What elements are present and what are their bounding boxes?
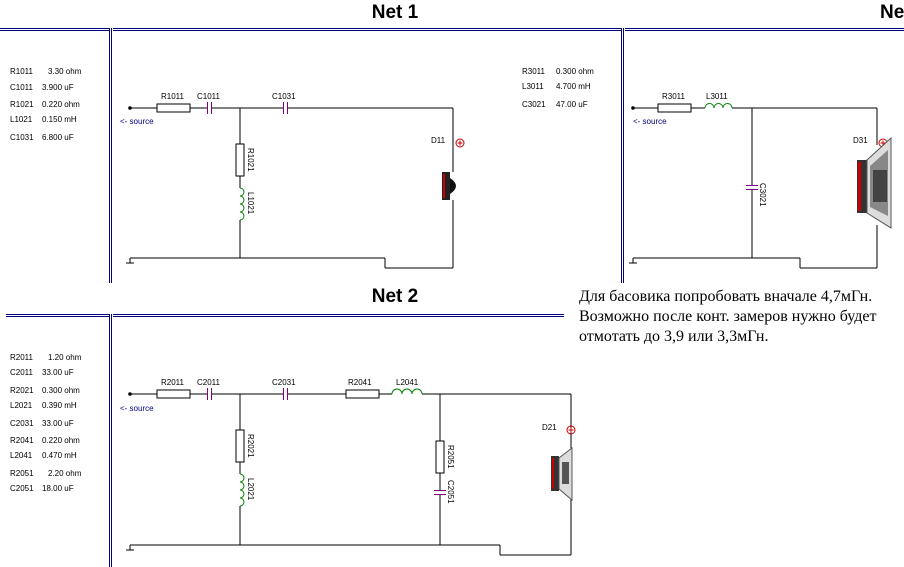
part-value: 0.150 mH: [42, 115, 77, 124]
ref-label: C1011: [197, 92, 221, 101]
inductor-l3011: [704, 103, 733, 109]
midrange-icon: [551, 446, 573, 502]
resistor-r1011: [156, 103, 191, 113]
ref-label: L2021: [246, 478, 255, 501]
part-ref: L2041: [10, 451, 33, 460]
part-value: 0.390 mH: [42, 401, 77, 410]
part-value: 0.220 ohm: [42, 100, 80, 109]
capacitor-c1031: [283, 102, 288, 114]
inductor-l1021: [239, 187, 245, 221]
ref-label: R1011: [161, 92, 185, 101]
resistor-r2011: [156, 389, 191, 399]
net3-title-partial: Ne: [880, 2, 904, 23]
part-value: 33.00 uF: [42, 368, 74, 377]
ref-label: R2041: [348, 378, 372, 387]
part-value: 0.220 ohm: [42, 436, 80, 445]
part-ref: R3011: [522, 67, 546, 76]
part-ref: R2051: [10, 469, 34, 478]
net1-part-list: R1011 3.30 ohm C1011 3.900 uF R1021 0.22…: [10, 67, 82, 142]
capacitor-c2011: [207, 388, 212, 400]
inductor-l2021: [239, 473, 245, 507]
net3-schematic: R3011 L3011 C3021 <- source D31: [628, 92, 892, 269]
ref-label: L1021: [246, 192, 255, 215]
part-value: 33.00 uF: [42, 419, 74, 428]
part-ref: R2021: [10, 386, 34, 395]
resistor-r2021: [235, 429, 245, 463]
part-value: 0.300 ohm: [556, 67, 594, 76]
part-ref: C2031: [10, 419, 34, 428]
capacitor-c2051: [434, 490, 446, 495]
note-text: Для басовика попробовать вначале 4,7мГн.…: [579, 288, 877, 345]
source-label: <- source: [633, 117, 667, 126]
driver-label: D31: [853, 136, 868, 145]
ref-label: C1031: [272, 92, 296, 101]
part-ref: R1011: [10, 67, 34, 76]
ref-label: R2051: [446, 445, 455, 469]
part-ref: R2041: [10, 436, 34, 445]
ground-icon: [125, 257, 135, 264]
resistor-r3011: [657, 103, 692, 113]
part-ref: C1031: [10, 133, 34, 142]
part-ref: C2011: [10, 368, 34, 377]
net2-schematic: R2011 C2011 C2031 R2041 L2041 R2021 L202…: [120, 378, 576, 556]
inductor-l2041: [391, 388, 423, 395]
plus-icon: [455, 138, 465, 148]
part-ref: L1021: [10, 115, 33, 124]
capacitor-c3021: [746, 185, 758, 190]
ref-label: R1021: [246, 148, 255, 172]
ref-label: L2041: [396, 378, 419, 387]
part-value: 3.900 uF: [42, 83, 74, 92]
ref-label: C2011: [197, 378, 221, 387]
part-value: 0.470 mH: [42, 451, 77, 460]
capacitor-c2031: [283, 388, 288, 400]
part-value: 1.20 ohm: [48, 353, 82, 362]
part-ref: L3011: [522, 82, 544, 91]
net1-title: Net 1: [372, 2, 419, 23]
ground-icon: [125, 544, 135, 551]
part-value: 4.700 mH: [556, 82, 591, 91]
resistor-r2041: [345, 389, 380, 399]
ref-label: C2051: [446, 480, 455, 504]
tweeter-icon: [442, 167, 456, 205]
capacitor-c1011: [207, 102, 212, 114]
part-ref: C1011: [10, 83, 34, 92]
part-value: 2.20 ohm: [48, 469, 82, 478]
resistor-r2051: [435, 440, 445, 474]
frame-lines: [0, 28, 904, 567]
net2-title: Net 2: [372, 286, 418, 307]
ref-label: R2021: [246, 434, 255, 458]
ref-label: R2011: [161, 378, 185, 387]
net2-part-list: R2011 1.20 ohm C2011 33.00 uF R2021 0.30…: [10, 353, 82, 493]
source-label: <- source: [120, 404, 154, 413]
driver-label: D11: [431, 136, 446, 145]
plus-icon: [566, 425, 576, 435]
part-value: 6.800 uF: [42, 133, 74, 142]
part-value: 18.00 uF: [42, 484, 74, 493]
part-ref: C3021: [522, 100, 546, 109]
resistor-r1021: [235, 143, 245, 177]
driver-label: D21: [542, 423, 557, 432]
net3-part-list: R3011 0.300 ohm L3011 4.700 mH C3021 47.…: [522, 67, 594, 109]
ref-label: C2031: [272, 378, 296, 387]
ref-label: C3021: [758, 183, 767, 207]
ground-icon: [628, 257, 638, 264]
source-label: <- source: [120, 117, 154, 126]
ref-label: R3011: [662, 92, 686, 101]
part-ref: R1021: [10, 100, 34, 109]
part-ref: C2051: [10, 484, 34, 493]
part-ref: R2011: [10, 353, 34, 362]
part-ref: L2021: [10, 401, 33, 410]
part-value: 0.300 ohm: [42, 386, 80, 395]
part-value: 47.00 uF: [556, 100, 588, 109]
part-value: 3.30 ohm: [48, 67, 82, 76]
ref-label: L3011: [706, 92, 728, 101]
net1-schematic: R1011 C1011 C1031 R1021 L1021 <- source …: [120, 92, 465, 269]
woofer-icon: [857, 136, 892, 229]
